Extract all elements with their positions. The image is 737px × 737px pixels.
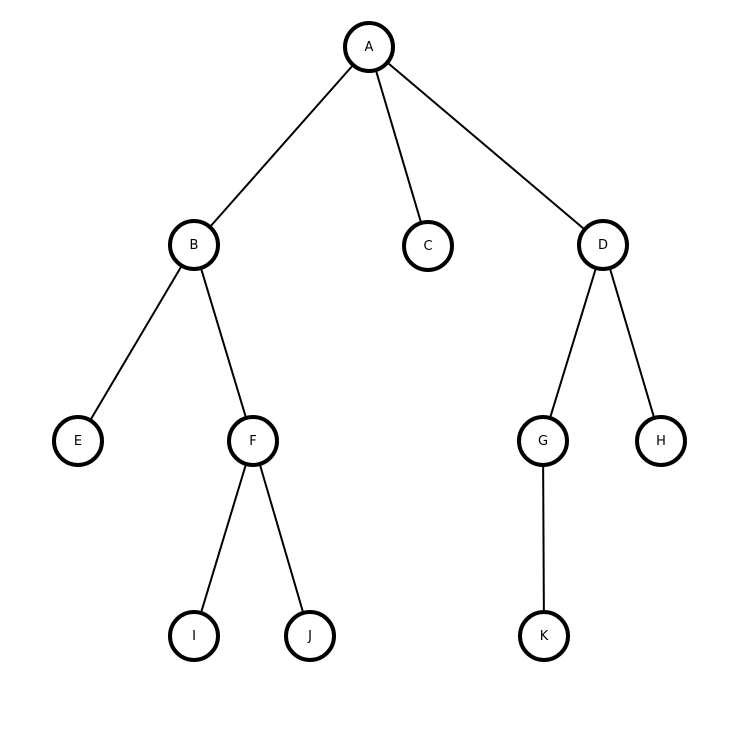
graph-node-b[interactable]: B (168, 219, 220, 271)
graph-node-label-h: H (656, 434, 666, 449)
graph-node-label-d: D (598, 238, 608, 253)
graph-node-g[interactable]: G (517, 415, 569, 467)
graph-node-a[interactable]: A (343, 21, 395, 73)
graph-node-circle-e[interactable] (52, 415, 104, 467)
graph-node-label-j: J (307, 629, 312, 644)
graph-edge-f-i (200, 463, 247, 614)
graph-node-label-k: K (540, 629, 549, 644)
graph-node-circle-k[interactable] (518, 610, 570, 662)
graph-edge-b-e (89, 265, 183, 421)
graph-node-k[interactable]: K (518, 610, 570, 662)
node-layer: A B C D E F G H I J K (52, 21, 687, 662)
graph-node-circle-g[interactable] (517, 415, 569, 467)
graph-node-label-f: F (249, 434, 256, 449)
graph-node-circle-i[interactable] (168, 610, 220, 662)
graph-node-f[interactable]: F (227, 415, 279, 467)
graph-node-circle-f[interactable] (227, 415, 279, 467)
graph-node-label-a: A (365, 40, 374, 55)
graph-node-circle-d[interactable] (577, 219, 629, 271)
graph-edge-a-b (209, 64, 354, 228)
graph-node-c[interactable]: C (402, 220, 454, 272)
graph-node-j[interactable]: J (284, 610, 336, 662)
graph-node-h[interactable]: H (635, 415, 687, 467)
graph-edge-f-j (259, 464, 304, 613)
graph-node-circle-h[interactable] (635, 415, 687, 467)
graph-node-circle-j[interactable] (284, 610, 336, 662)
graph-edge-a-c (375, 69, 422, 224)
graph-node-e[interactable]: E (52, 415, 104, 467)
graph-node-i[interactable]: I (168, 610, 220, 662)
edge-layer (89, 62, 655, 614)
graph-node-d[interactable]: D (577, 219, 629, 271)
graph-node-label-c: C (423, 239, 432, 254)
graph-edge-d-g (549, 267, 597, 419)
graph-node-circle-b[interactable] (168, 219, 220, 271)
graph-edge-d-h (609, 267, 655, 419)
graph-node-label-b: B (190, 238, 199, 253)
graph-edge-a-d (387, 62, 585, 230)
graph-node-label-e: E (74, 434, 82, 449)
graph-node-label-i: I (192, 629, 196, 644)
graph-node-label-g: G (538, 434, 548, 449)
graph-edge-b-f (200, 267, 247, 419)
graph-edge-g-k (542, 465, 545, 612)
graph-node-circle-a[interactable] (343, 21, 395, 73)
graph-node-circle-c[interactable] (402, 220, 454, 272)
